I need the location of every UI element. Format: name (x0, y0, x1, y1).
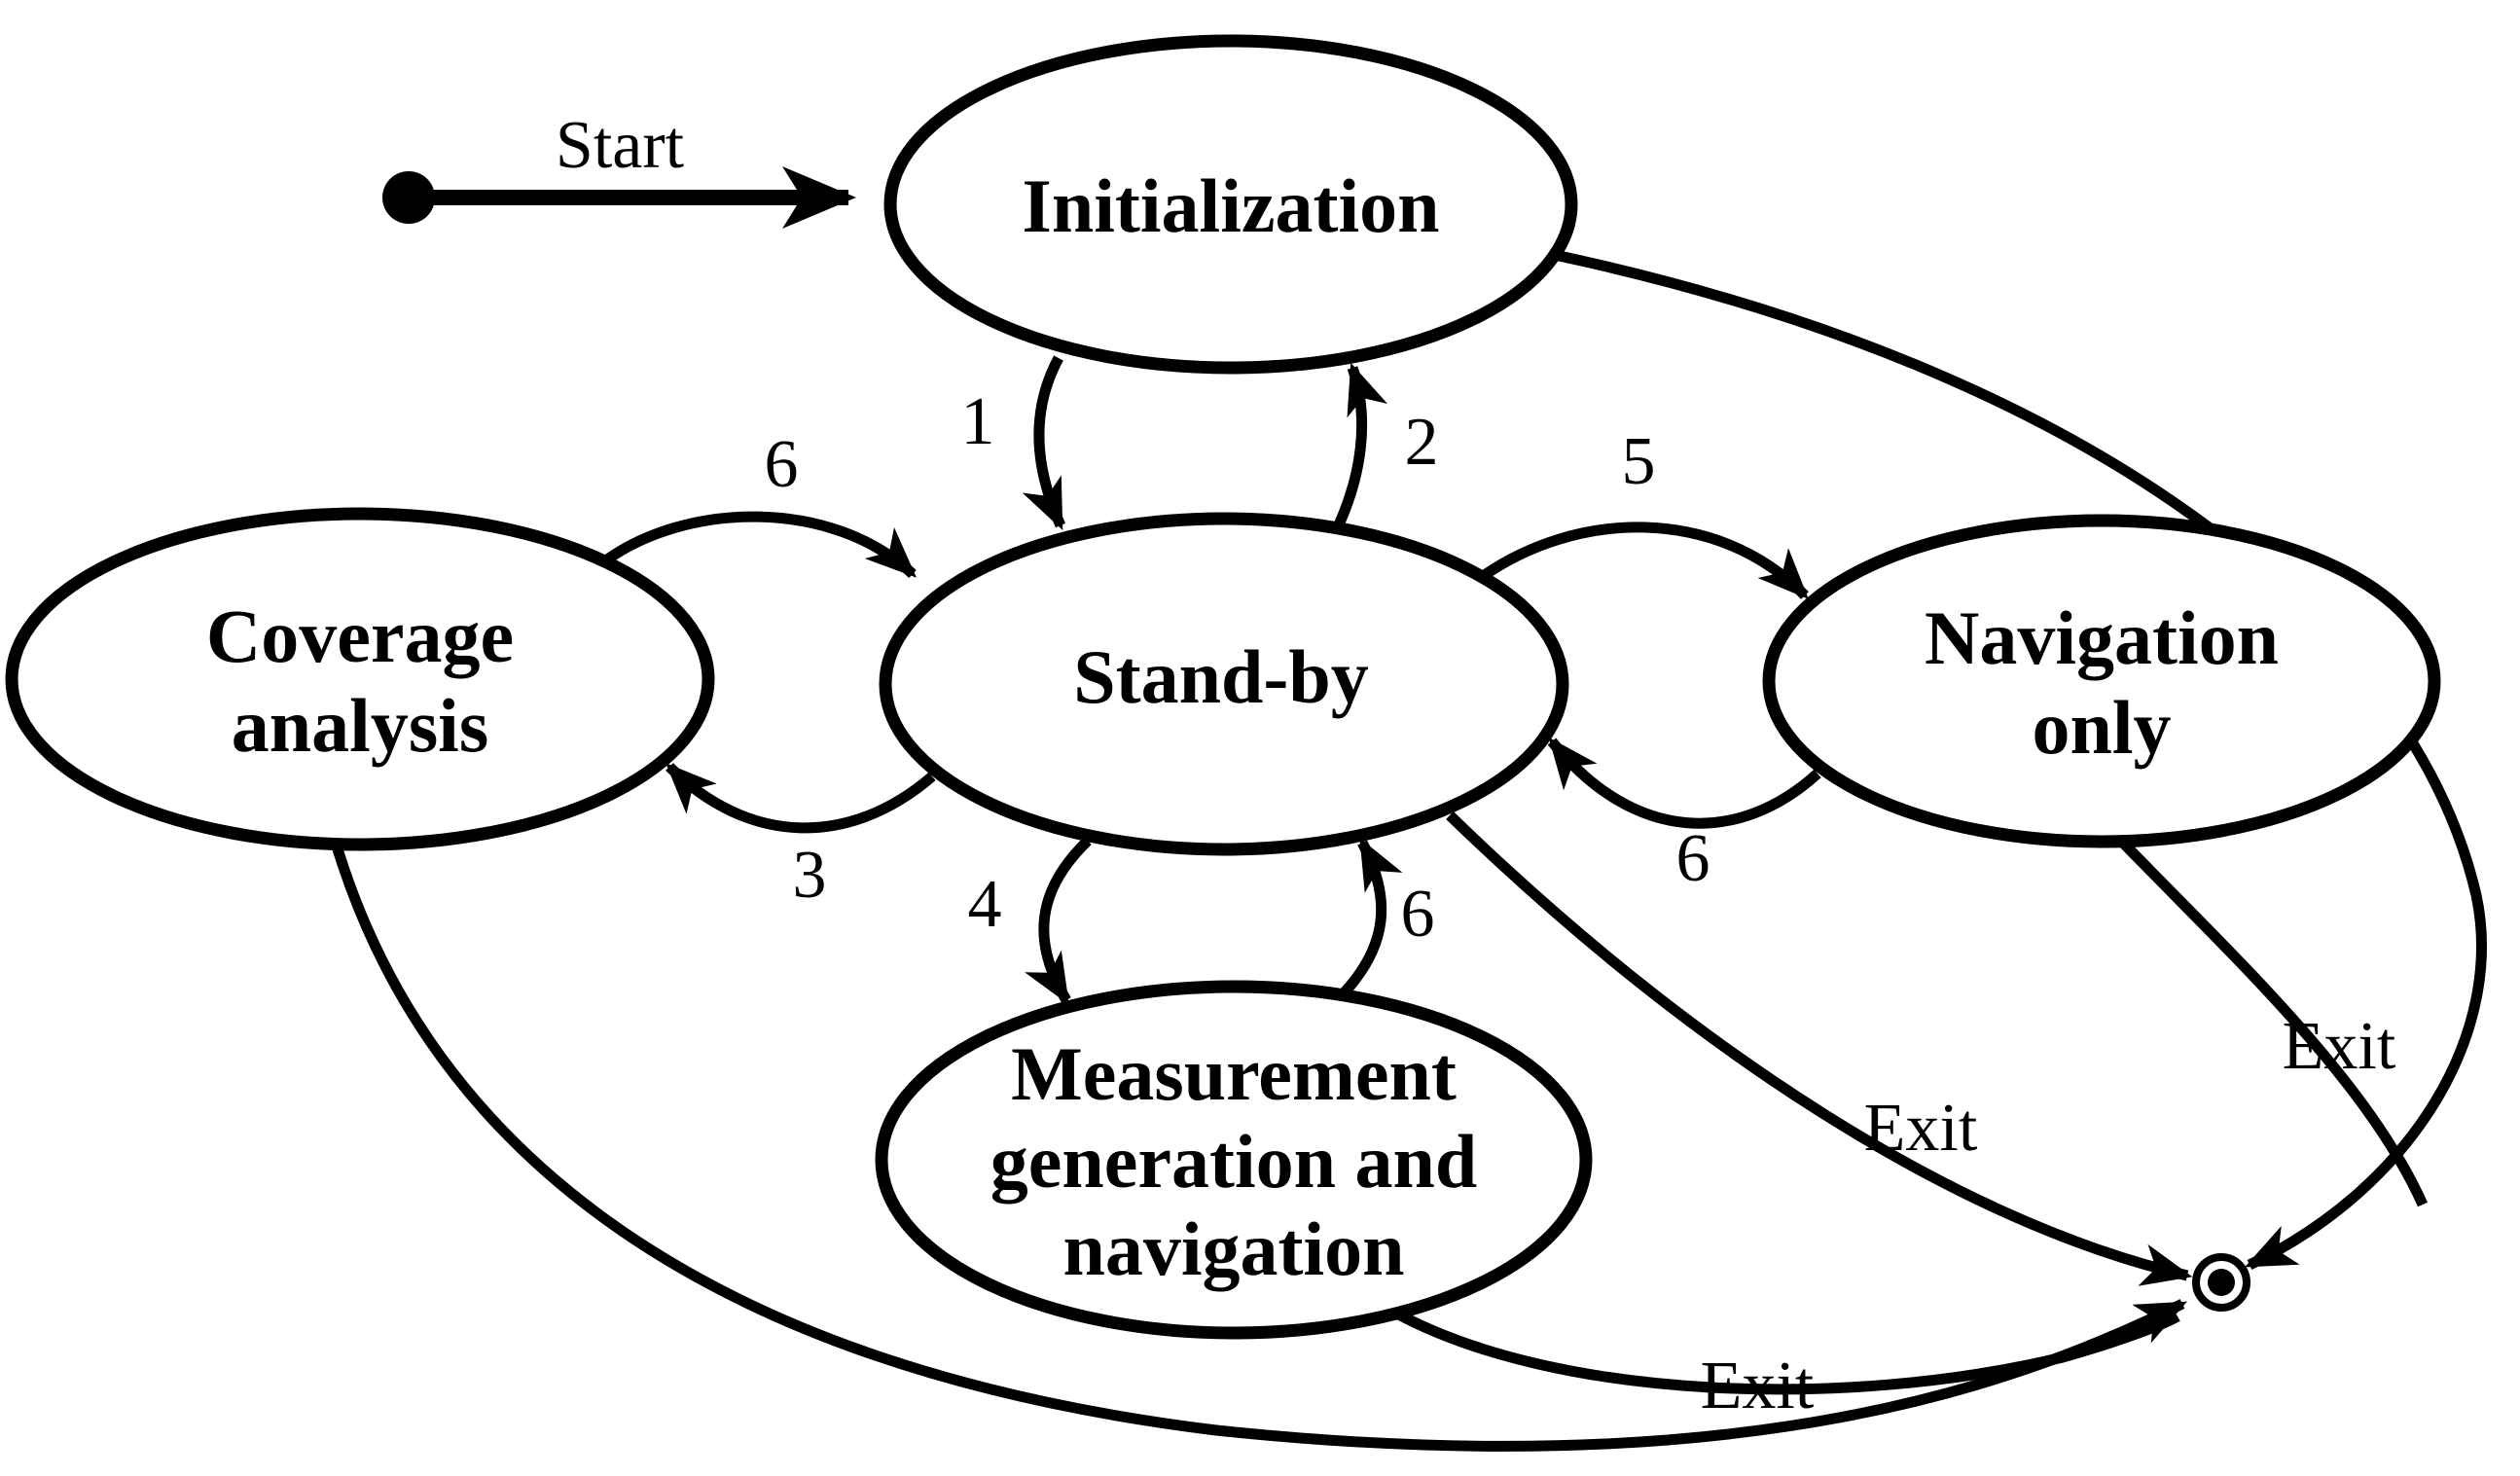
transition-coverage-to-standby (599, 511, 918, 579)
state-label-navigation-line2: only (2032, 685, 2171, 770)
state-label-measurement-line3: navigation (1062, 1206, 1404, 1291)
edge-label-6-measurement: 6 (1401, 877, 1435, 952)
edge-label-exit-navigation: Exit (2283, 1009, 2396, 1084)
state-ellipse-coverage-analysis (5, 507, 715, 851)
state-label-measurement-line1: Measurement (1011, 1031, 1457, 1116)
transition-standby-to-navigation (1475, 522, 1809, 599)
state-label-navigation-line1: Navigation (1925, 595, 2279, 680)
transition-standby-to-measurement (1025, 837, 1092, 1005)
state-label-coverage-line1: Coverage (206, 594, 514, 678)
state-ellipse-navigation-only (1762, 514, 2441, 848)
transition-initialization-to-end (1553, 249, 2487, 1270)
transition-measurement-to-end (1390, 1307, 2180, 1395)
state-ellipse-initialization (883, 34, 1578, 375)
edge-label-6-navigation: 6 (1676, 821, 1710, 896)
state-label-initialization: Initialization (1022, 163, 1439, 248)
state-label-standby: Stand-by (1073, 634, 1368, 719)
transition-navigation-to-end (2115, 835, 2429, 1207)
edge-label-exit-bottom: Exit (1701, 1349, 1815, 1423)
start-node (382, 171, 435, 224)
edge-label-3: 3 (793, 838, 827, 913)
transition-standby-to-initialization (1330, 362, 1388, 536)
edge-label-1: 1 (961, 384, 995, 459)
transition-measurement-to-standby (1337, 838, 1403, 1000)
state-ellipse-standby (879, 512, 1569, 856)
transition-coverage-to-end (330, 841, 2187, 1452)
edge-label-2: 2 (1405, 405, 1439, 480)
edge-label-exit-standby: Exit (1864, 1091, 1978, 1166)
state-label-coverage-line2: analysis (232, 683, 488, 768)
end-node-inner-dot (2208, 1269, 2235, 1296)
edge-label-start: Start (556, 108, 685, 183)
transition-initialization-to-standby (1022, 355, 1066, 531)
transition-navigation-to-standby (1547, 737, 1821, 829)
state-label-measurement-line2: generation and (990, 1119, 1478, 1204)
edge-label-4: 4 (968, 867, 1002, 942)
transition-standby-to-end (1446, 811, 2193, 1286)
transition-standby-to-coverage (666, 763, 936, 834)
edge-label-5: 5 (1622, 424, 1656, 499)
edge-label-6-coverage: 6 (765, 427, 799, 502)
state-ellipse-measurement (875, 980, 1593, 1340)
